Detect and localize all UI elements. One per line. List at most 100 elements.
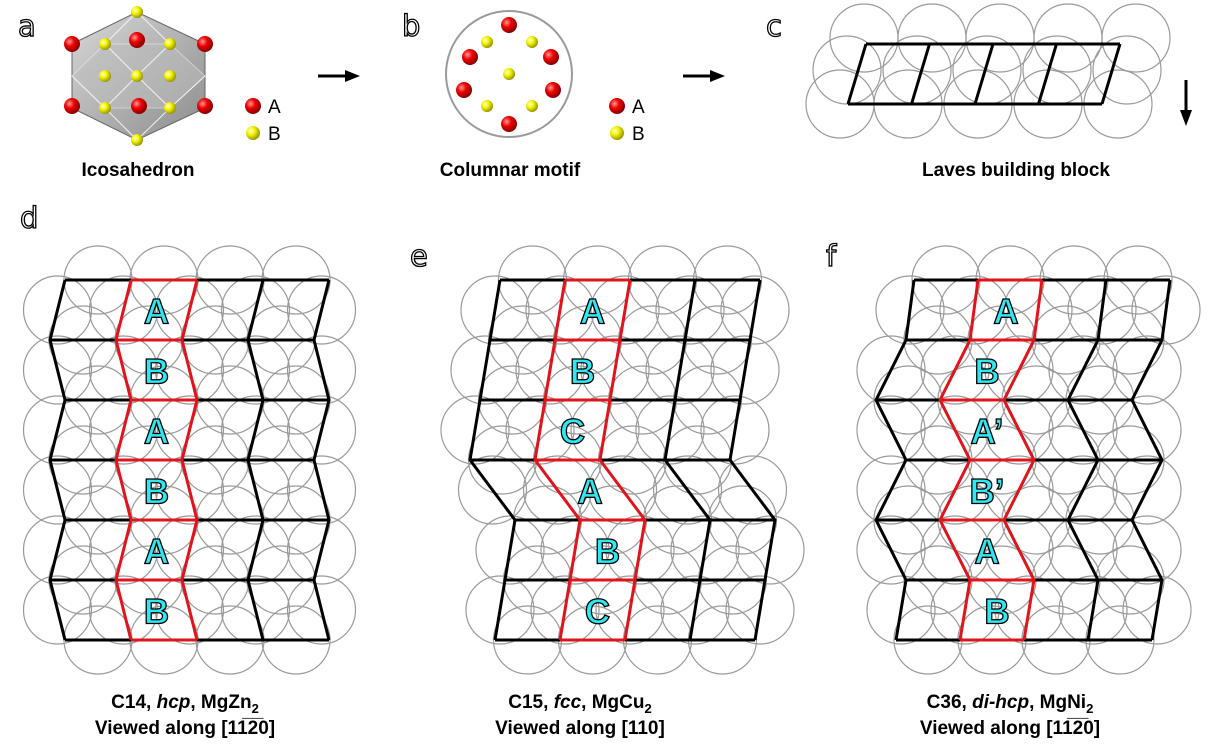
c14-layer-labels: A B A B A B xyxy=(143,292,170,632)
layer-label: A xyxy=(580,293,605,332)
arrow-down-icon xyxy=(1180,80,1192,126)
panel-a: a xyxy=(17,6,281,181)
atom-circle xyxy=(812,35,882,105)
column-boundary xyxy=(846,43,868,105)
atom-circle xyxy=(920,515,990,585)
caption-c14-line1: C14, hcp, MgZn2 xyxy=(111,692,259,716)
column-boundary xyxy=(728,279,777,641)
layer-label: C xyxy=(560,413,585,452)
atom-circle xyxy=(1101,3,1171,73)
legend-label-b: B xyxy=(268,124,281,145)
legend-label-a: A xyxy=(268,97,281,118)
column-boundary xyxy=(1130,279,1172,641)
legend-atom-a xyxy=(609,98,625,114)
atom-circle xyxy=(984,515,1054,585)
atom-circle xyxy=(88,395,159,465)
layer-label: A’ xyxy=(970,413,1003,452)
atom-circle xyxy=(154,455,225,525)
c14-highlight-column xyxy=(114,278,199,642)
caption-laves-building-block: Laves building block xyxy=(922,160,1110,181)
atom-circle xyxy=(286,455,357,525)
layer-label: B xyxy=(144,353,169,392)
atom-circle xyxy=(590,275,660,345)
atom-circle xyxy=(595,575,665,645)
atom-circle xyxy=(930,575,1000,645)
atom-circle xyxy=(652,455,723,525)
legend-b: A B xyxy=(609,97,645,145)
atom-circle xyxy=(450,335,520,405)
atom-circle xyxy=(587,455,658,525)
panel-f: f A B A’ B’ A B C36, di-hcp, MgNi2 Viewe… xyxy=(825,238,1201,739)
atom-circle xyxy=(1058,575,1128,645)
atom-circle xyxy=(154,395,225,465)
atom-circle xyxy=(1112,335,1182,405)
atom-circle xyxy=(856,335,926,405)
c15-layer-labels: A B C A B C xyxy=(559,292,621,632)
atom-circle xyxy=(897,3,967,73)
atom-circle xyxy=(1067,275,1137,345)
atom-circle xyxy=(1112,515,1182,585)
panel-label-a: a xyxy=(18,9,36,43)
layer-label: B xyxy=(144,473,169,512)
atom-circle xyxy=(645,335,715,405)
legend-label-b: B xyxy=(632,124,645,145)
atom-circle xyxy=(920,335,990,405)
column-boundary xyxy=(246,279,265,641)
atom-circle xyxy=(154,575,225,645)
atom-circle xyxy=(875,275,945,345)
atom-circle xyxy=(515,335,585,405)
column-boundary xyxy=(663,279,712,641)
atom-circle xyxy=(22,275,93,345)
atom-circle xyxy=(1092,35,1162,105)
layer-label: C xyxy=(585,593,610,632)
layer-label: A xyxy=(993,293,1018,332)
atom-circle xyxy=(1048,395,1118,465)
atom-circle xyxy=(88,455,159,525)
column-boundary xyxy=(910,43,931,105)
atom-b-sites xyxy=(99,6,176,146)
atom-circle xyxy=(154,515,225,585)
caption-icosahedron: Icosahedron xyxy=(82,160,195,181)
atom-circle xyxy=(670,515,740,585)
atom-circle xyxy=(154,335,225,405)
layer-label: B xyxy=(144,593,169,632)
atom-circle xyxy=(88,575,159,645)
column-boundary xyxy=(48,279,67,641)
atom-circle xyxy=(457,455,528,525)
atom-circle xyxy=(22,455,93,525)
panel-label-f: f xyxy=(826,239,837,273)
caption-c36-line2: Viewed along [11̅2̅0] xyxy=(920,718,1100,739)
atom-circle xyxy=(1122,575,1192,645)
layer-label: A xyxy=(144,533,169,572)
atom-circle xyxy=(1048,335,1118,405)
layer-label: B xyxy=(984,593,1009,632)
atom-circle xyxy=(88,335,159,405)
caption-c15-line1: C15, fcc, MgCu2 xyxy=(508,692,651,716)
column-boundary xyxy=(1100,43,1122,105)
atom-circle xyxy=(605,515,675,585)
atom-circle xyxy=(635,395,705,465)
layer-label: B’ xyxy=(970,473,1005,512)
layer-label: A xyxy=(974,533,999,572)
atom-circle xyxy=(220,515,291,585)
atom-circle xyxy=(286,515,357,585)
atom-circle xyxy=(1003,275,1073,345)
atom-circle xyxy=(720,275,790,345)
atom-circle xyxy=(1112,395,1182,465)
atom-circle xyxy=(286,275,357,345)
atom-circle xyxy=(856,515,926,585)
layer-label: A xyxy=(144,413,169,452)
building-block-circles xyxy=(805,3,1171,139)
atom-circle xyxy=(22,515,93,585)
icosahedron-model xyxy=(64,6,213,146)
arrow-right-icon xyxy=(318,70,360,82)
atom-circle xyxy=(984,395,1054,465)
panel-label-b: b xyxy=(402,9,420,43)
atom-circle xyxy=(939,275,1009,345)
column-boundary xyxy=(1066,279,1108,641)
atom-circle xyxy=(580,335,650,405)
panel-b: b A B Columnar motif xyxy=(401,8,645,181)
atom-circle xyxy=(88,515,159,585)
layer-label: B xyxy=(595,533,620,572)
